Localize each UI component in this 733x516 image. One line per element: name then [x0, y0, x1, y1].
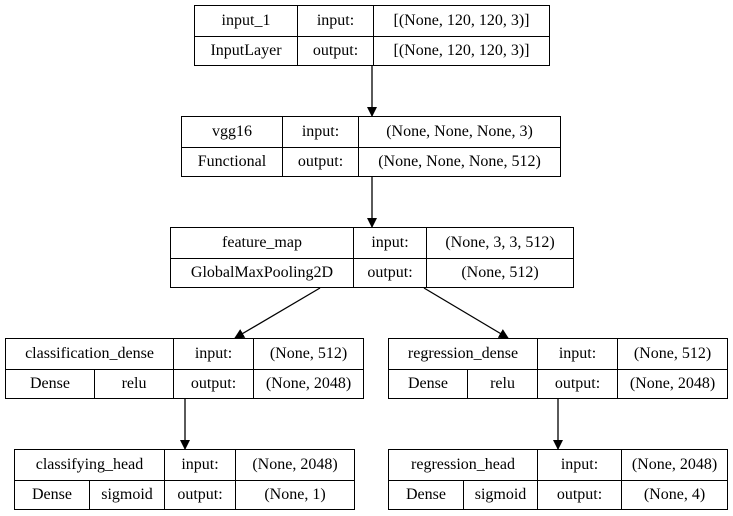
input-label: input:: [538, 339, 618, 369]
layer-name: classification_dense: [6, 339, 174, 369]
output-shape: (None, None, None, 512): [378, 153, 541, 170]
output-label: output:: [354, 258, 427, 288]
input-label: input:: [283, 117, 359, 147]
layer-name: regression_dense: [389, 339, 538, 369]
output-shape: [(None, 120, 120, 3)]: [393, 42, 530, 59]
input-shape: (None, 2048): [252, 456, 338, 473]
output-shape: (None, 512): [461, 264, 539, 281]
output-shape: (None, 1): [264, 486, 326, 503]
activation: relu: [468, 369, 538, 399]
output-label: output:: [283, 147, 359, 177]
layer-name: vgg16: [182, 117, 283, 147]
layer-type: Dense: [15, 480, 90, 510]
output-shape: (None, 2048): [265, 375, 352, 392]
output-label: output:: [165, 480, 236, 510]
layer-type: Dense: [389, 480, 464, 510]
layer-type: Dense: [389, 369, 468, 399]
input-shape: (None, None, None, 3): [386, 123, 533, 140]
layer-name: classifying_head: [15, 450, 165, 480]
layer-name: input_1: [195, 6, 298, 36]
input-shape: (None, 512): [269, 345, 348, 362]
input-label: input:: [174, 339, 254, 369]
edge-feature-map-to-regression-dense: [423, 287, 509, 339]
activation: sigmoid: [90, 480, 165, 510]
input-label: input:: [538, 450, 622, 480]
output-label: output:: [174, 369, 254, 399]
input-shape: (None, 3, 3, 512): [445, 234, 555, 251]
output-label: output:: [538, 480, 622, 510]
layer-type: InputLayer: [195, 36, 298, 66]
input-shape: [(None, 120, 120, 3)]: [393, 12, 530, 29]
output-shape: (None, 2048): [629, 375, 716, 392]
edge-feature-map-to-classification-dense: [234, 287, 321, 339]
layer-type: Dense: [6, 369, 95, 399]
activation: relu: [95, 369, 174, 399]
layer-name: regression_head: [389, 450, 538, 480]
output-label: output:: [298, 36, 374, 66]
input-shape: (None, 512): [633, 345, 712, 362]
input-label: input:: [298, 6, 374, 36]
layer-type: GlobalMaxPooling2D: [171, 258, 354, 288]
input-label: input:: [165, 450, 236, 480]
input-label: input:: [354, 228, 427, 258]
layer-name: feature_map: [171, 228, 354, 258]
output-shape: (None, 4): [643, 486, 706, 503]
layer-type: Functional: [182, 147, 283, 177]
input-shape: (None, 2048): [631, 456, 718, 473]
activation: sigmoid: [464, 480, 538, 510]
output-label: output:: [538, 369, 618, 399]
